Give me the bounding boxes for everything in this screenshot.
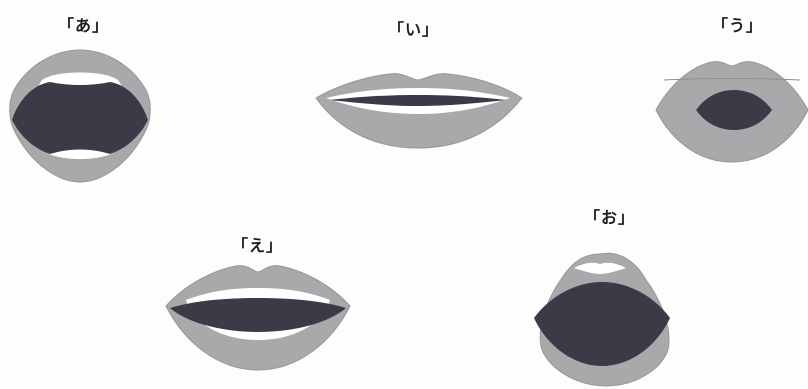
mouth-shape-o bbox=[0, 0, 808, 389]
